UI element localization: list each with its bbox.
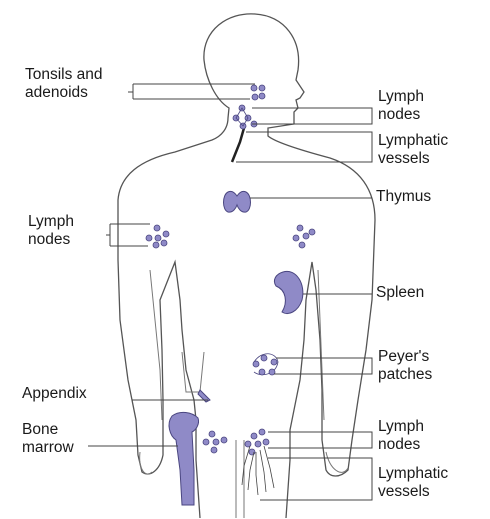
- right-armpit-nodes: [292, 224, 316, 249]
- label-peyers-patches: Peyer's patches: [378, 348, 433, 383]
- neck-lymphatic-vessel: [230, 127, 246, 163]
- appendix-organ: [197, 389, 211, 403]
- label-bone-marrow: Bone marrow: [22, 421, 74, 456]
- colon-outline: [181, 351, 205, 393]
- label-spleen: Spleen: [376, 284, 425, 301]
- bone-marrow-organ: [168, 411, 199, 506]
- right-hand: [325, 451, 349, 473]
- groin-lymphatic-vessels: [241, 445, 275, 496]
- leader-lines: [88, 83, 373, 501]
- body-outline: [117, 13, 376, 519]
- label-tonsils-adenoids: Tonsils and adenoids: [25, 66, 103, 101]
- label-lymph-nodes-groin: Lymph nodes: [378, 418, 424, 453]
- label-lymphatic-vessels-neck: Lymphatic vessels: [378, 132, 449, 167]
- label-lymphatic-vessels-groin: Lymphatic vessels: [378, 465, 449, 500]
- label-lymph-nodes-arm: Lymph nodes: [28, 213, 74, 248]
- left-armpit-nodes: [145, 224, 170, 249]
- spleen-organ: [273, 270, 304, 314]
- left-hand: [139, 451, 153, 475]
- left-groin-nodes: [202, 430, 228, 454]
- right-groin-nodes: [244, 428, 270, 456]
- tonsils-cluster: [250, 84, 266, 101]
- neck-node-links: [235, 107, 249, 127]
- label-appendix: Appendix: [22, 385, 87, 402]
- label-lymph-nodes-neck: Lymph nodes: [378, 88, 424, 123]
- label-thymus: Thymus: [376, 188, 432, 205]
- thymus-organ: [223, 190, 251, 213]
- right-arm-inner-contour: [317, 269, 325, 421]
- peyers-patches-cluster: [252, 353, 279, 376]
- left-arm-inner-contour: [149, 269, 163, 421]
